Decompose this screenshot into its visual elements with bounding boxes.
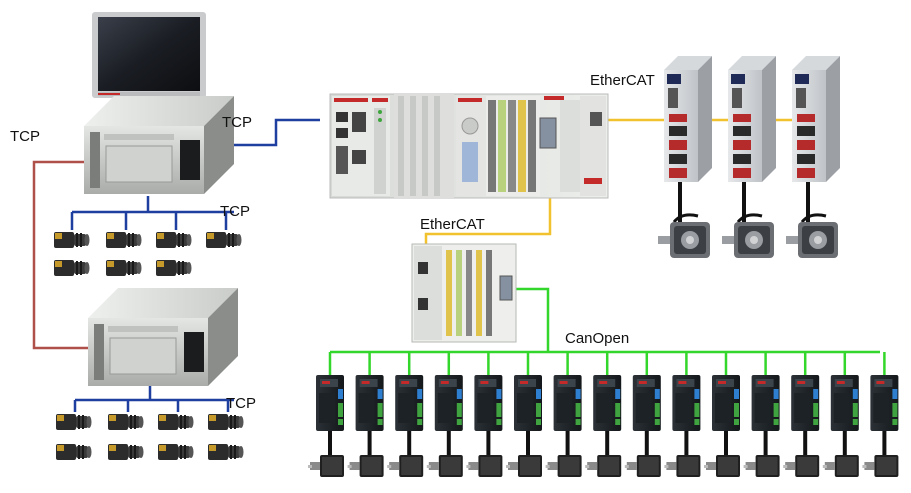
stepper-driver-icon: [704, 375, 740, 477]
stepper-driver-icon: [664, 375, 701, 477]
tcp-label-cameras-bottom: TCP: [226, 395, 256, 412]
industrial-camera-icon: [106, 232, 142, 248]
stepper-driver-icon: [862, 375, 899, 477]
industrial-camera-icon: [56, 414, 92, 430]
servo-drive-icon: [720, 54, 778, 260]
io-coupler-icon: [411, 243, 517, 343]
industrial-pc-icon: [83, 95, 235, 195]
industrial-pc-icon: [87, 287, 239, 387]
stepper-driver-icon: [585, 375, 622, 477]
camera-bus-bottom: [73, 386, 234, 412]
stepper-driver-icon: [506, 375, 542, 477]
stepper-driver-icon: [743, 375, 780, 477]
plc-rack-icon: [329, 93, 609, 199]
stepper-driver-icon: [624, 375, 661, 477]
industrial-camera-icon: [158, 414, 194, 430]
industrial-camera-icon: [54, 232, 90, 248]
tcp-label-hmi: TCP: [222, 114, 252, 131]
industrial-camera-icon: [56, 444, 92, 460]
stepper-driver-icon: [308, 375, 344, 477]
industrial-camera-icon: [54, 260, 90, 276]
stepper-driver-icon: [466, 375, 503, 477]
stepper-driver-icon: [822, 375, 859, 477]
industrial-camera-icon: [158, 444, 194, 460]
stepper-driver-icon: [783, 375, 820, 477]
stepper-driver-icon: [347, 375, 384, 477]
touch-panel-icon: [92, 12, 206, 98]
tcp-label-cameras-top: TCP: [220, 203, 250, 220]
tcp-label-left: TCP: [10, 128, 40, 145]
industrial-camera-icon: [156, 232, 192, 248]
industrial-camera-icon: [208, 444, 244, 460]
pc-to-plc-link: [232, 118, 320, 147]
servo-drive-icon: [656, 54, 714, 260]
camera-bus-top: [70, 196, 234, 230]
industrial-camera-icon: [206, 232, 242, 248]
pc-to-pc-link: [32, 160, 88, 350]
industrial-camera-icon: [106, 260, 142, 276]
industrial-camera-icon: [108, 414, 144, 430]
ethercat-label-top: EtherCAT: [590, 72, 655, 89]
stepper-driver-icon: [545, 375, 582, 477]
ethercat-label-mid: EtherCAT: [420, 216, 485, 233]
industrial-camera-icon: [108, 444, 144, 460]
industrial-camera-icon: [208, 414, 244, 430]
stepper-driver-icon: [387, 375, 424, 477]
canopen-bus: [330, 287, 880, 354]
stepper-driver-icon: [426, 375, 463, 477]
servo-drive-icon: [784, 54, 842, 260]
industrial-camera-icon: [156, 260, 192, 276]
canopen-label: CanOpen: [565, 330, 629, 347]
